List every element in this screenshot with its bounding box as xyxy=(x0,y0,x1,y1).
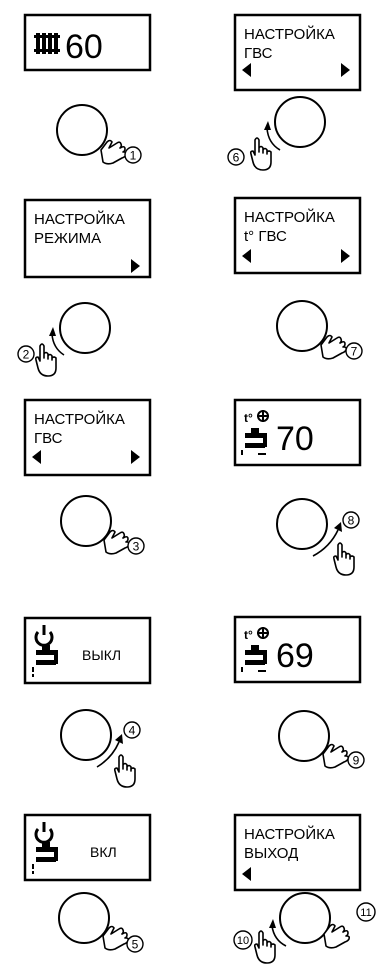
menu-line-1: НАСТРОЙКА xyxy=(244,25,335,43)
svg-text:5: 5 xyxy=(132,938,139,952)
dhw-temperature-value: 70 xyxy=(276,420,314,458)
step-marker-1: 1 xyxy=(124,146,142,164)
hand-point-icon xyxy=(253,930,276,964)
display-panel-dhw-setup: НАСТРОЙКА ГВС xyxy=(23,398,152,477)
display-panel-dhw-temperature-setup: НАСТРОЙКА t° ГВС xyxy=(233,196,362,275)
control-knob[interactable] xyxy=(276,498,328,550)
hand-press-icon xyxy=(323,923,351,949)
svg-text:1: 1 xyxy=(130,149,137,163)
dhw-state-label: ВЫКЛ xyxy=(82,647,121,663)
menu-line-1: НАСТРОЙКА xyxy=(244,825,335,843)
menu-line-2: РЕЖИМА xyxy=(34,230,101,247)
rotate-clockwise-arrow xyxy=(312,522,342,557)
svg-text:t°: t° xyxy=(244,411,253,425)
arrow-left-icon xyxy=(242,867,251,881)
display-panel-exit-setup: НАСТРОЙКА ВЫХОД xyxy=(233,813,362,892)
svg-text:4: 4 xyxy=(129,724,136,738)
svg-text:6: 6 xyxy=(233,151,240,165)
arrow-right-icon xyxy=(131,450,140,464)
svg-text:8: 8 xyxy=(348,514,355,528)
control-knob[interactable] xyxy=(274,96,326,148)
step-marker-11: 11 xyxy=(356,902,376,922)
dhw-state-label: ВКЛ xyxy=(90,844,117,860)
svg-text:10: 10 xyxy=(237,935,249,947)
menu-line-1: НАСТРОЙКА xyxy=(34,410,125,428)
display-panel-dhw-temperature: t° 70 xyxy=(233,398,362,467)
step-marker-8: 8 xyxy=(342,511,360,529)
step-marker-5: 5 xyxy=(126,935,144,953)
control-knob[interactable] xyxy=(276,300,328,352)
heating-temperature-value: 60 xyxy=(65,28,103,66)
display-panel-dhw-setup: НАСТРОЙКА ГВС xyxy=(233,13,362,92)
hand-point-icon xyxy=(113,754,136,788)
svg-text:9: 9 xyxy=(353,754,360,768)
menu-line-1: НАСТРОЙКА xyxy=(34,210,125,228)
control-knob[interactable] xyxy=(60,495,112,547)
hand-press-icon xyxy=(103,529,131,555)
step-marker-3: 3 xyxy=(127,537,145,555)
rotate-counterclockwise-arrow xyxy=(269,919,287,947)
menu-line-2: ГВС xyxy=(244,45,273,62)
display-panel-dhw-temperature: t° 69 xyxy=(233,615,362,684)
arrow-right-icon xyxy=(341,249,350,263)
hand-press-icon xyxy=(100,139,128,165)
display-panel-dhw-off: ВЫКЛ xyxy=(23,616,152,685)
arrow-left-icon xyxy=(242,249,251,263)
menu-line-2: ГВС xyxy=(34,430,63,447)
display-panel-heating-temperature: 60 xyxy=(23,13,152,72)
arrow-right-icon xyxy=(341,63,350,77)
arrow-right-icon xyxy=(131,259,140,273)
hand-press-icon xyxy=(322,743,350,769)
svg-text:11: 11 xyxy=(360,907,371,919)
control-knob[interactable] xyxy=(279,892,331,944)
step-marker-9: 9 xyxy=(347,751,365,769)
power-tap-icon xyxy=(32,625,58,677)
step-marker-10: 10 xyxy=(233,930,253,950)
step-marker-4: 4 xyxy=(123,721,141,739)
radiator-icon xyxy=(34,33,60,54)
hand-point-icon xyxy=(34,343,57,377)
dhw-temperature-value: 69 xyxy=(276,637,314,675)
display-panel-dhw-on: ВКЛ xyxy=(23,813,152,882)
svg-text:t°: t° xyxy=(244,628,253,642)
rotate-counterclockwise-arrow xyxy=(49,327,65,356)
arrow-left-icon xyxy=(242,63,251,77)
svg-text:2: 2 xyxy=(23,348,30,362)
tap-temperature-icon: t° xyxy=(241,627,269,672)
hand-point-icon xyxy=(332,542,355,576)
svg-text:7: 7 xyxy=(351,345,358,359)
arrow-left-icon xyxy=(32,450,41,464)
rotate-counterclockwise-arrow xyxy=(264,121,281,151)
step-marker-7: 7 xyxy=(345,342,363,360)
control-knob[interactable] xyxy=(278,710,330,762)
menu-line-2: ВЫХОД xyxy=(244,845,298,862)
hand-press-icon xyxy=(102,925,130,951)
power-tap-icon xyxy=(32,822,58,874)
control-knob[interactable] xyxy=(58,892,110,944)
menu-line-2: t° ГВС xyxy=(244,228,287,245)
hand-point-icon xyxy=(249,137,272,171)
menu-line-1: НАСТРОЙКА xyxy=(244,208,335,226)
control-knob[interactable] xyxy=(59,302,111,354)
tap-temperature-icon: t° xyxy=(241,410,269,455)
step-marker-6: 6 xyxy=(227,148,245,166)
svg-text:3: 3 xyxy=(133,540,140,554)
rotate-clockwise-arrow xyxy=(96,734,123,768)
control-knob[interactable] xyxy=(56,104,108,156)
hand-press-icon xyxy=(320,334,348,360)
step-marker-2: 2 xyxy=(17,345,35,363)
display-panel-mode-setup: НАСТРОЙКА РЕЖИМА xyxy=(23,198,152,279)
control-knob[interactable] xyxy=(60,709,112,761)
